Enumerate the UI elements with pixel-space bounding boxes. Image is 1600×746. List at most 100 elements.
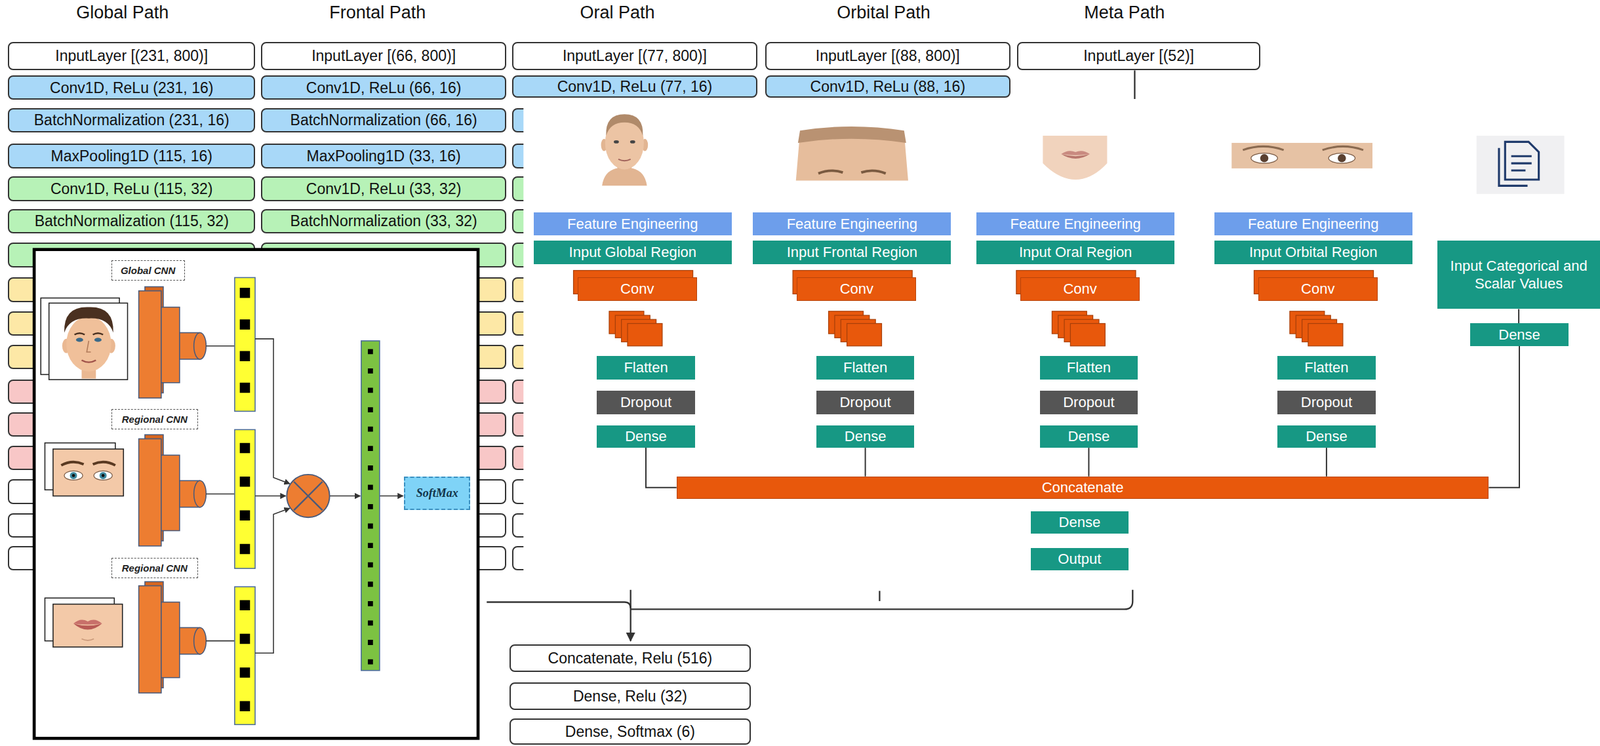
process-box: Feature Engineering: [1214, 212, 1413, 237]
shape-circle: [1260, 154, 1269, 162]
node-text: Input Orbital Region: [1249, 243, 1378, 261]
process-box: Feature Engineering: [533, 212, 732, 237]
node-text: Input Frontal Region: [786, 243, 918, 261]
shape-path: [1242, 146, 1364, 150]
feature-vector: [234, 277, 256, 725]
layer-box: BatchNormalization (33, 32): [260, 209, 506, 234]
face-card: [40, 298, 128, 381]
node-text: Dense: [1498, 326, 1541, 343]
shape-ellipse: [613, 140, 620, 144]
shape-line: [240, 443, 251, 558]
column-title: Oral Path: [579, 1, 655, 23]
shape-path: [86, 340, 91, 353]
shape-ellipse: [94, 337, 102, 342]
shape-ellipse: [630, 140, 636, 144]
process-box: Flatten: [1040, 356, 1138, 380]
layer-box: Conv1D, ReLu (115, 32): [7, 176, 256, 201]
node-text: Flatten: [1066, 359, 1111, 376]
node-text: Conv1D, ReLu (66, 16): [306, 79, 462, 97]
shape-path: [73, 620, 103, 625]
dropout-box: Dropout: [816, 390, 915, 415]
eyes-icon: [1231, 142, 1373, 169]
shape-rect: [234, 277, 256, 412]
layer-box: Conv1D, ReLu (33, 32): [260, 176, 506, 201]
connector: [1488, 346, 1520, 488]
shape-ellipse: [93, 470, 113, 480]
shape-circle: [70, 472, 78, 480]
node-text: BatchNormalization (66, 16): [290, 111, 478, 129]
shape-rect: [49, 302, 128, 380]
panel-ground: [523, 99, 1600, 602]
shape-path: [630, 590, 632, 609]
shape-ellipse: [64, 470, 83, 480]
shape-ellipse: [76, 337, 84, 342]
shape-path: [255, 508, 290, 654]
cnn-symbol: [139, 286, 235, 399]
connector: [1087, 447, 1090, 477]
shape-path: [1511, 156, 1532, 171]
node-text: Feature Engineering: [1247, 215, 1379, 233]
shape-path: [630, 590, 1134, 610]
node-text: Dense: [1059, 514, 1101, 531]
dropout-box: Dropout: [1277, 390, 1376, 415]
node-text: Regional CNN: [121, 562, 188, 574]
layer-box: MaxPooling1D (33, 16): [260, 143, 506, 168]
shape-path: [798, 126, 907, 143]
node-text: InputLayer [(66, 800)]: [311, 47, 456, 65]
node-text: Dense: [1068, 428, 1111, 445]
conv-box: Conv: [796, 277, 917, 301]
node-text: Feature Engineering: [1009, 215, 1141, 233]
column-title: Global Path: [76, 1, 169, 23]
shape-rect: [53, 449, 124, 497]
node-text: InputLayer [(52)]: [1083, 47, 1195, 65]
process-box: Dense: [816, 425, 915, 448]
shape-path: [293, 481, 323, 511]
shape-path: [878, 590, 880, 602]
node-text: Conv1D, ReLu (231, 16): [49, 79, 214, 97]
shape-path: [1060, 150, 1090, 155]
arrow: [255, 339, 404, 654]
shape-path: [64, 307, 114, 334]
process-box: Flatten: [816, 356, 915, 380]
shape-path: [60, 462, 115, 466]
shape-rect: [847, 323, 882, 346]
shape-path: [81, 639, 94, 641]
layer-box: Dense, Softmax (6): [509, 718, 752, 745]
layer-box: InputLayer [(77, 800)]: [512, 41, 757, 71]
wire: [1133, 70, 1136, 100]
conv-box: Concatenate: [676, 476, 1490, 500]
shape-rect: [234, 429, 256, 569]
shape-rect: [234, 586, 256, 725]
node-text: Flatten: [843, 359, 888, 376]
node-text: MaxPooling1D (33, 16): [306, 147, 461, 165]
process-box: Input Frontal Region: [752, 240, 951, 265]
connector: [864, 447, 867, 477]
shape-circle: [101, 474, 105, 478]
process-box: Output: [1030, 548, 1129, 571]
process-box: Dense: [1470, 323, 1568, 346]
process-box: Dense: [1030, 511, 1129, 534]
document-icon: [1476, 135, 1565, 195]
node-text: Dropout: [1300, 394, 1353, 411]
column-title: Orbital Path: [836, 1, 931, 23]
forehead-icon: [796, 126, 909, 181]
layer-box: BatchNormalization (66, 16): [260, 108, 506, 133]
layer-box: InputLayer [(88, 800)]: [765, 41, 1010, 71]
node-text: BatchNormalization (33, 32): [290, 212, 478, 230]
shape-line: [240, 287, 251, 402]
node-text: Flatten: [1304, 359, 1349, 376]
layer-box: Conv1D, ReLu (77, 16): [512, 75, 757, 98]
dropout-box: Dropout: [1040, 390, 1138, 415]
node-text: InputLayer [(231, 800)]: [55, 47, 208, 65]
node-text: Concatenate, Relu (516): [548, 649, 713, 667]
node-text: Conv: [1062, 280, 1097, 298]
shape-path: [255, 495, 286, 498]
node-text: MaxPooling1D (115, 16): [51, 147, 213, 165]
shape-path: [618, 159, 631, 161]
process-box: Feature Engineering: [752, 212, 951, 237]
shape-path: [255, 339, 290, 484]
softmax-box: SoftMax: [403, 476, 471, 511]
node-text: Dense, Softmax (6): [565, 723, 696, 741]
mouth-icon: [1042, 135, 1107, 180]
layer-box: InputLayer [(52)]: [1017, 41, 1260, 71]
